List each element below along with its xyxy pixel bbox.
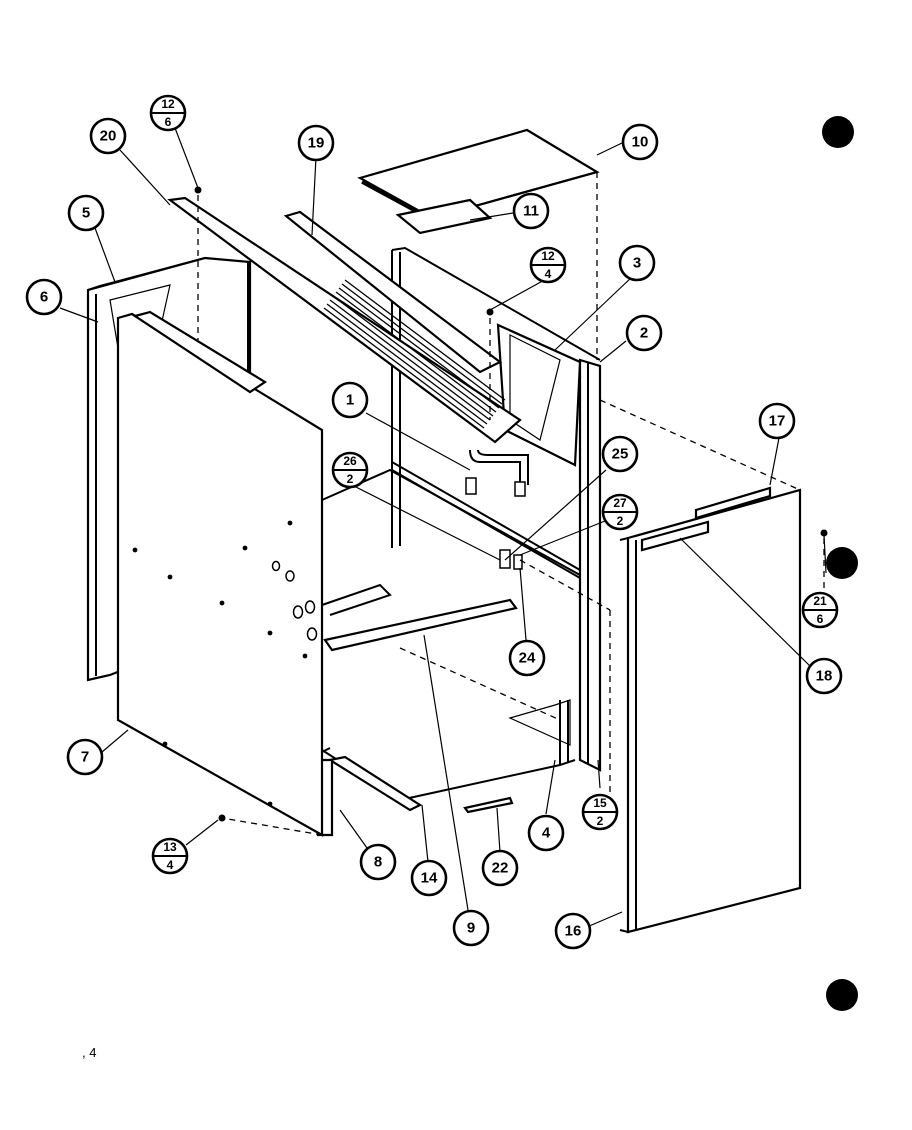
registration-dot-middle bbox=[826, 547, 858, 579]
callout-2: 2 bbox=[625, 314, 663, 352]
callout-1: 1 bbox=[331, 381, 369, 419]
svg-text:4: 4 bbox=[542, 825, 551, 842]
leader-lines bbox=[59, 127, 827, 928]
callout-3: 3 bbox=[618, 244, 656, 282]
screws bbox=[194, 186, 828, 822]
alignment-lines bbox=[197, 172, 825, 836]
svg-text:25: 25 bbox=[612, 446, 629, 463]
svg-text:18: 18 bbox=[816, 668, 833, 685]
svg-text:16: 16 bbox=[565, 923, 582, 940]
svg-text:19: 19 bbox=[308, 135, 325, 152]
small-bracket bbox=[463, 796, 514, 814]
svg-text:4: 4 bbox=[167, 858, 174, 872]
callout-19: 19 bbox=[297, 124, 335, 162]
svg-text:2: 2 bbox=[597, 814, 604, 828]
front-panel bbox=[116, 310, 324, 837]
fraction-26-2: 262 bbox=[331, 451, 369, 489]
registration-dot-bottom bbox=[826, 979, 858, 1011]
callout-17: 17 bbox=[758, 402, 796, 440]
fraction-13-4: 134 bbox=[151, 837, 189, 875]
fraction-27-2: 272 bbox=[601, 493, 639, 531]
svg-text:20: 20 bbox=[100, 128, 117, 145]
svg-text:2: 2 bbox=[347, 472, 354, 486]
svg-text:6: 6 bbox=[165, 115, 172, 129]
bottom-rail bbox=[316, 755, 423, 837]
callout-22: 22 bbox=[481, 849, 519, 887]
svg-text:22: 22 bbox=[492, 860, 509, 877]
evaporator-coil bbox=[167, 196, 529, 497]
svg-text:17: 17 bbox=[769, 413, 786, 430]
svg-text:14: 14 bbox=[421, 870, 438, 887]
svg-text:2: 2 bbox=[617, 514, 624, 528]
registration-dot-top bbox=[822, 116, 854, 148]
svg-text:12: 12 bbox=[161, 97, 175, 111]
callout-25: 25 bbox=[601, 435, 639, 473]
filter-panel bbox=[496, 323, 582, 467]
side-panel bbox=[619, 486, 802, 934]
small-plate bbox=[395, 198, 493, 235]
svg-text:1: 1 bbox=[346, 392, 354, 409]
callout-18: 18 bbox=[805, 657, 843, 695]
callout-24: 24 bbox=[508, 639, 546, 677]
svg-text:9: 9 bbox=[467, 920, 475, 937]
svg-text:24: 24 bbox=[519, 650, 536, 667]
fraction-15-2: 152 bbox=[581, 793, 619, 831]
svg-text:12: 12 bbox=[541, 249, 555, 263]
svg-text:6: 6 bbox=[40, 289, 48, 306]
fraction-21-6: 216 bbox=[801, 591, 839, 629]
callout-14: 14 bbox=[410, 859, 448, 897]
svg-text:4: 4 bbox=[545, 267, 552, 281]
callout-5: 5 bbox=[67, 194, 105, 232]
callout-9: 9 bbox=[452, 909, 490, 947]
page-note: , 4 bbox=[82, 1045, 96, 1060]
svg-text:7: 7 bbox=[81, 749, 89, 766]
svg-text:13: 13 bbox=[163, 840, 177, 854]
fraction-12-4: 124 bbox=[529, 246, 567, 284]
svg-text:26: 26 bbox=[343, 454, 357, 468]
callout-4: 4 bbox=[527, 814, 565, 852]
callout-6: 6 bbox=[25, 278, 63, 316]
callout-20: 20 bbox=[89, 117, 127, 155]
svg-text:3: 3 bbox=[633, 255, 641, 272]
svg-text:15: 15 bbox=[593, 796, 607, 810]
svg-text:11: 11 bbox=[523, 203, 539, 220]
switch-bracket bbox=[499, 549, 523, 570]
svg-text:10: 10 bbox=[632, 134, 649, 151]
right-post bbox=[578, 358, 602, 772]
callout-8: 8 bbox=[359, 843, 397, 881]
callout-7: 7 bbox=[66, 738, 104, 776]
svg-text:6: 6 bbox=[817, 612, 824, 626]
svg-text:5: 5 bbox=[82, 205, 90, 222]
svg-text:8: 8 bbox=[374, 854, 382, 871]
fraction-12-6: 126 bbox=[149, 94, 187, 132]
callout-16: 16 bbox=[554, 912, 592, 950]
callout-11: 11 bbox=[512, 192, 550, 230]
middle-shelf bbox=[321, 583, 518, 652]
callout-10: 10 bbox=[621, 123, 659, 161]
svg-text:27: 27 bbox=[613, 496, 627, 510]
svg-text:21: 21 bbox=[813, 594, 827, 608]
svg-text:2: 2 bbox=[640, 325, 648, 342]
